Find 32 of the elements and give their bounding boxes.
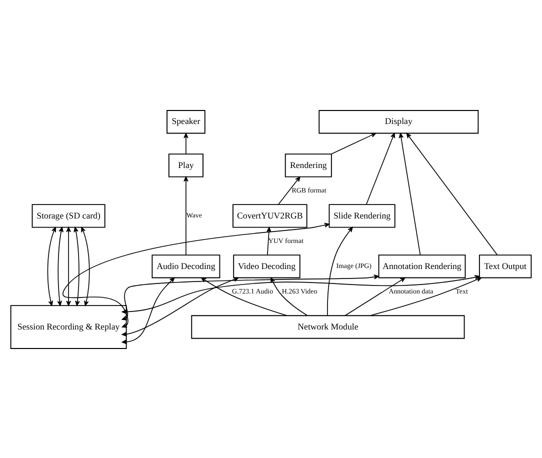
arrow	[406, 132, 498, 255]
arrow	[270, 276, 308, 316]
arrow	[74, 226, 80, 306]
arrow	[122, 276, 175, 344]
node-box: Slide Rendering	[328, 204, 396, 228]
node-box: CovertYUV2RGB	[232, 204, 308, 228]
node-box: Annotation Rendering	[378, 254, 466, 278]
arrow	[398, 132, 421, 255]
node-box: Storage (SD card)	[32, 204, 106, 228]
node-box: Rendering	[284, 153, 332, 177]
arrow	[122, 276, 239, 336]
node-box: Speaker	[166, 110, 206, 134]
node-box: Audio Decoding	[152, 254, 220, 278]
node-box: Display	[318, 110, 479, 134]
node-box: Play	[168, 153, 204, 177]
arrow	[327, 226, 353, 316]
arrow	[370, 276, 482, 316]
arrow	[66, 226, 71, 306]
node-box: Network Module	[191, 314, 465, 338]
arrow	[122, 274, 480, 314]
arrow	[344, 276, 406, 316]
arrow	[184, 132, 188, 154]
arrow	[81, 226, 90, 306]
arrow	[201, 276, 288, 316]
arrow	[278, 176, 300, 204]
arrow	[62, 222, 330, 328]
node-box: Text Output	[478, 254, 532, 278]
node-box: Video Decoding	[233, 254, 300, 278]
arrow	[122, 274, 379, 320]
arrow	[184, 176, 188, 255]
arrow	[57, 226, 64, 306]
arrow	[47, 226, 56, 306]
